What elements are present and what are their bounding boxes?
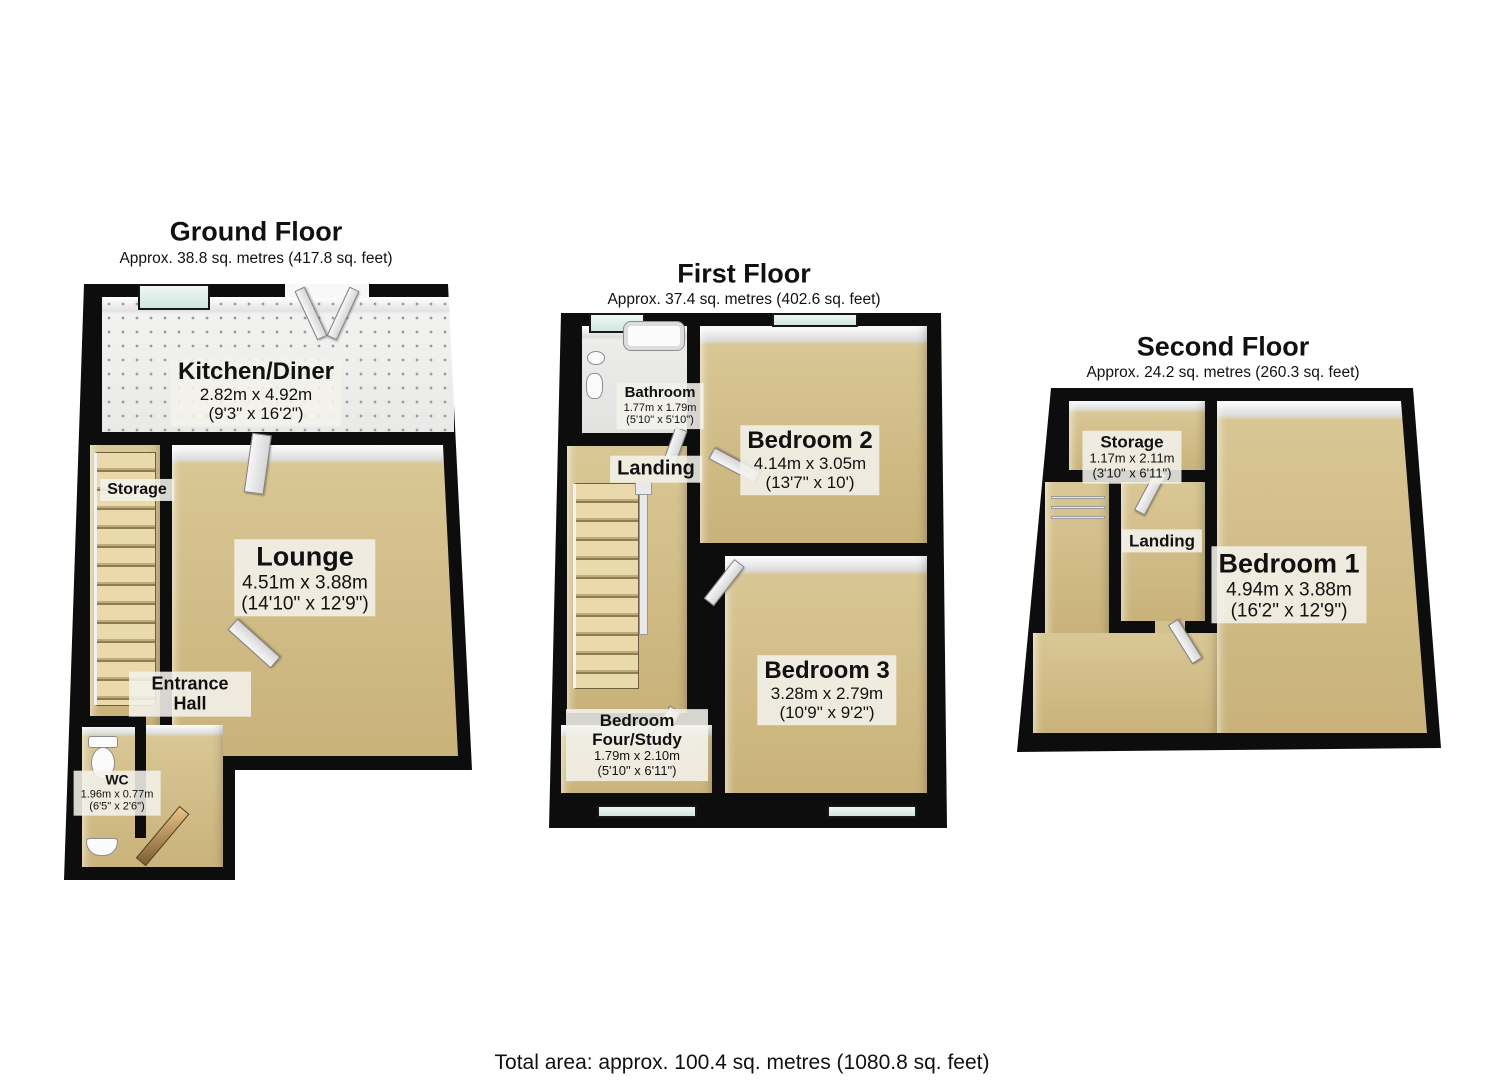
- wardrobe-rail-icon: [1051, 516, 1105, 519]
- eaves-wardrobe-floor: [1045, 482, 1109, 633]
- room-label-wc: WC 1.96m x 0.77m (6'5" x 2'6"): [73, 770, 161, 816]
- bathroom-sink-icon: [587, 351, 605, 365]
- room-label-bathroom: Bathroom 1.77m x 1.79m (5'10" x 5'10"): [616, 383, 704, 429]
- ground-floor-title: Ground Floor: [169, 216, 343, 247]
- newel-post-icon: [635, 481, 652, 495]
- wardrobe-rail-icon: [1051, 506, 1105, 509]
- first-floor-subtitle: Approx. 37.4 sq. metres (402.6 sq. feet): [607, 291, 881, 308]
- bedroom2-window-icon: [772, 313, 858, 327]
- room-label-landing-second: Landing: [1121, 529, 1203, 553]
- ground-floor-subtitle: Approx. 38.8 sq. metres (417.8 sq. feet): [119, 250, 393, 267]
- staircase-first: [573, 483, 639, 689]
- room-label-storage-ground: Storage: [100, 478, 174, 502]
- wardrobe-rail-icon: [1051, 496, 1105, 499]
- banister-icon: [639, 485, 648, 635]
- first-floor-window-left-icon: [597, 805, 697, 818]
- room-label-lounge: Lounge 4.51m x 3.88m (14'10" x 12'9"): [234, 539, 376, 617]
- kitchen-window-icon: [138, 284, 210, 310]
- room-label-entrance-hall: Entrance Hall: [129, 671, 251, 717]
- wc-wall-top: [82, 716, 146, 727]
- room-label-kitchen-diner: Kitchen/Diner 2.82m x 4.92m (9'3" x 16'2…: [170, 356, 342, 426]
- room-label-bedroom2: Bedroom 2 4.14m x 3.05m (13'7" x 10'): [740, 425, 880, 495]
- storage-wall-right: [1185, 470, 1205, 482]
- bathtub-icon: [623, 321, 685, 351]
- second-floor-title: Second Floor: [1136, 331, 1310, 362]
- second-floor-subtitle: Approx. 24.2 sq. metres (260.3 sq. feet): [1086, 364, 1360, 381]
- first-floor-window-right-icon: [827, 805, 917, 818]
- room-label-storage-second: Storage 1.17m x 2.11m (3'10" x 6'11"): [1082, 430, 1182, 484]
- room-label-bedroom1: Bedroom 1 4.94m x 3.88m (16'2" x 12'9"): [1211, 546, 1367, 624]
- room-label-bedroom4: Bedroom Four/Study 1.79m x 2.10m (5'10" …: [566, 709, 708, 781]
- total-area-text: Total area: approx. 100.4 sq. metres (10…: [494, 1051, 990, 1074]
- room-label-landing-first: Landing: [610, 455, 702, 483]
- room-label-bedroom3: Bedroom 3 3.28m x 2.79m (10'9" x 9'2"): [757, 655, 897, 725]
- first-floor-title: First Floor: [677, 258, 811, 289]
- bathroom-toilet-icon: [586, 373, 603, 399]
